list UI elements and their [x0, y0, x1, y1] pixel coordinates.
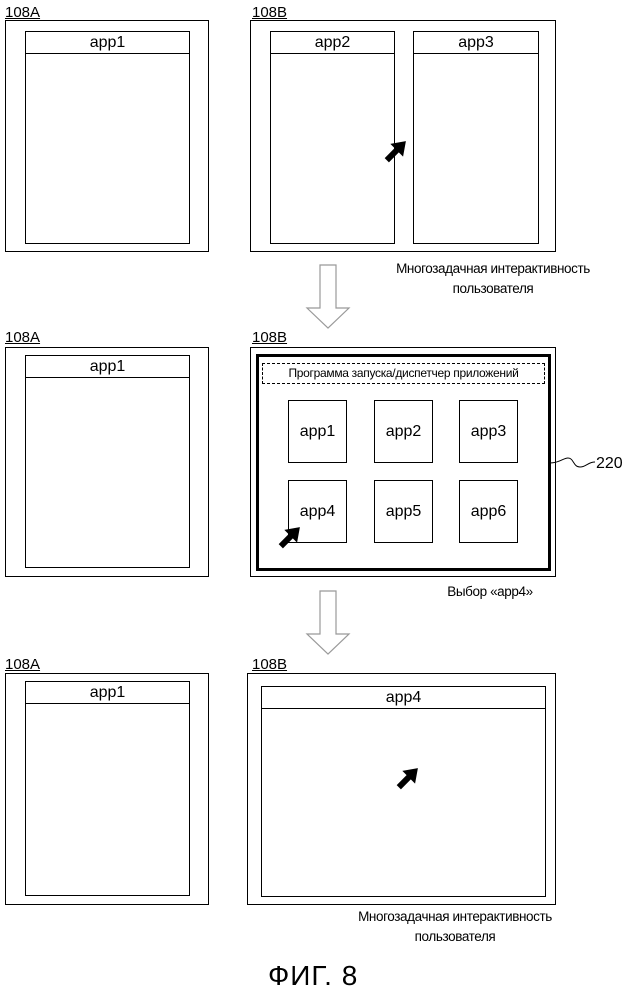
down-arrow-icon [307, 265, 349, 328]
cursor-pointer-icon [380, 135, 412, 167]
cursor-pointer-icon [392, 762, 424, 794]
down-arrow-icon [307, 591, 349, 654]
reference-leader-line [550, 458, 595, 467]
cursor-pointer-icon [274, 521, 306, 553]
